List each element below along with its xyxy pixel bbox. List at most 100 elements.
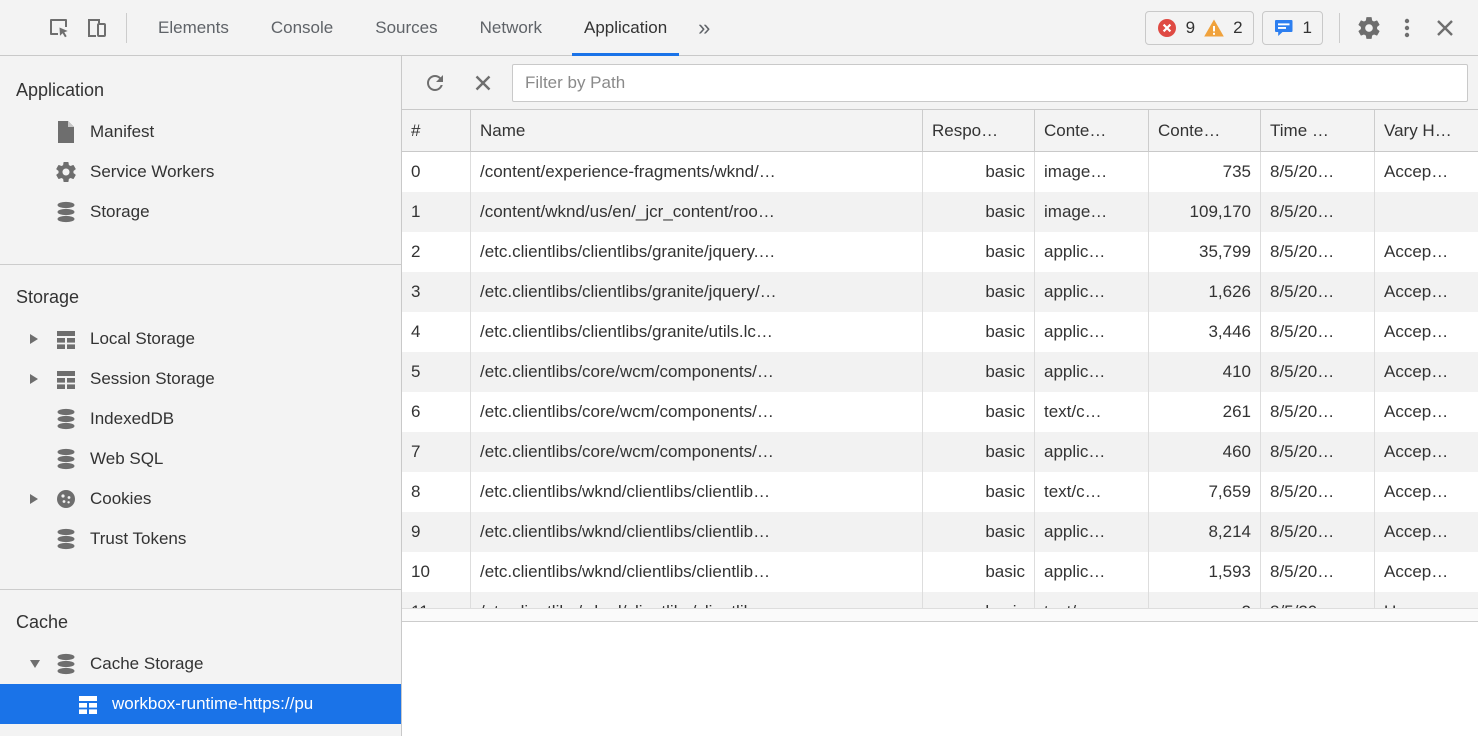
- cell-index: 6: [411, 402, 421, 421]
- sidebar-item-label: Service Workers: [90, 162, 215, 181]
- table-row[interactable]: 0 /content/experience-fragments/wknd/… b…: [402, 152, 1478, 192]
- cell-content-type: applic…: [1034, 552, 1148, 592]
- refresh-button[interactable]: [416, 64, 454, 102]
- cell-vary-header: Accep…: [1374, 552, 1478, 592]
- table-row[interactable]: 4 /etc.clientlibs/clientlibs/granite/uti…: [402, 312, 1478, 352]
- message-count: 1: [1302, 17, 1312, 37]
- cell-content-length: 8,214: [1148, 512, 1260, 552]
- cell-content-length: 1,593: [1148, 552, 1260, 592]
- expand-icon[interactable]: [30, 334, 54, 344]
- cell-name: /etc.clientlibs/clientlibs/granite/jquer…: [470, 272, 922, 312]
- settings-button[interactable]: [1350, 9, 1388, 47]
- cell-time-cached: 8/5/20…: [1260, 152, 1374, 192]
- col-header-number[interactable]: #: [411, 120, 421, 140]
- sidebar-item-application-cache[interactable]: Application Cache: [0, 724, 401, 736]
- sidebar-item-indexeddb[interactable]: IndexedDB: [0, 399, 401, 439]
- clear-icon: [475, 75, 491, 90]
- cell-vary-header: Accep…: [1374, 392, 1478, 432]
- horizontal-scrollbar[interactable]: [402, 608, 1478, 622]
- expand-icon[interactable]: [30, 374, 54, 384]
- table-row[interactable]: 10 /etc.clientlibs/wknd/clientlibs/clien…: [402, 552, 1478, 592]
- close-devtools-button[interactable]: [1426, 9, 1464, 47]
- inspect-element-button[interactable]: [40, 9, 78, 47]
- sidebar-item-local-storage[interactable]: Local Storage: [0, 319, 401, 359]
- table-row[interactable]: 11 /etc.clientlibs/wknd/clientlibs/clien…: [402, 592, 1478, 608]
- cell-content-type: applic…: [1034, 232, 1148, 272]
- tab-elements[interactable]: Elements: [158, 17, 229, 37]
- warning-icon: [1204, 19, 1224, 36]
- sidebar-item-cookies[interactable]: Cookies: [0, 479, 401, 519]
- sidebar-item-web-sql[interactable]: Web SQL: [0, 439, 401, 479]
- col-header-content-type[interactable]: Conte…: [1034, 110, 1148, 151]
- delete-selected-button[interactable]: [464, 64, 502, 102]
- close-icon: [1437, 19, 1453, 36]
- cell-vary-header: U…: [1374, 592, 1478, 608]
- table-row[interactable]: 5 /etc.clientlibs/core/wcm/components/… …: [402, 352, 1478, 392]
- sidebar-item-label: Session Storage: [90, 369, 215, 388]
- more-tabs-icon[interactable]: »: [698, 14, 711, 40]
- sidebar-item-manifest[interactable]: Manifest: [0, 112, 401, 152]
- cell-response-type: basic: [922, 232, 1034, 272]
- sidebar-item-label: Cookies: [90, 489, 152, 508]
- cell-time-cached: 8/5/20…: [1260, 392, 1374, 432]
- sidebar-item-label: Manifest: [90, 122, 155, 141]
- expand-icon[interactable]: [30, 494, 54, 504]
- table-row[interactable]: 6 /etc.clientlibs/core/wcm/components/… …: [402, 392, 1478, 432]
- cell-time-cached: 8/5/20…: [1260, 512, 1374, 552]
- sidebar-section-cache: Cache Cache Storage workbox-runtime-htt: [0, 590, 401, 736]
- cache-storage-panel: # Name Respo… Conte… Conte… Time … Vary …: [402, 56, 1478, 736]
- sidebar-item-label: workbox-runtime-https://pu: [112, 694, 314, 713]
- sidebar-item-storage[interactable]: Storage: [0, 192, 401, 232]
- sidebar-item-trust-tokens[interactable]: Trust Tokens: [0, 519, 401, 559]
- table-row[interactable]: 9 /etc.clientlibs/wknd/clientlibs/client…: [402, 512, 1478, 552]
- cell-content-length: 2: [1148, 592, 1260, 608]
- toggle-device-toolbar-button[interactable]: [78, 9, 116, 47]
- tab-sources[interactable]: Sources: [375, 17, 438, 37]
- customize-devtools-button[interactable]: [1388, 9, 1426, 47]
- cell-index: 3: [411, 282, 421, 301]
- cell-time-cached: 8/5/20…: [1260, 592, 1374, 608]
- table-row[interactable]: 2 /etc.clientlibs/clientlibs/granite/jqu…: [402, 232, 1478, 272]
- table-row[interactable]: 1 /content/wknd/us/en/_jcr_content/roo… …: [402, 192, 1478, 232]
- gear-icon: [54, 160, 78, 184]
- table-icon: [76, 692, 100, 716]
- col-header-content-length[interactable]: Conte…: [1148, 110, 1260, 151]
- sidebar-item-service-workers[interactable]: Service Workers: [0, 152, 401, 192]
- tab-application[interactable]: Application: [571, 0, 680, 56]
- col-header-vary-header[interactable]: Vary H…: [1374, 110, 1478, 151]
- cell-name: /etc.clientlibs/clientlibs/granite/utils…: [470, 312, 922, 352]
- cell-content-length: 1,626: [1148, 272, 1260, 312]
- console-messages-badge[interactable]: 1: [1261, 10, 1323, 45]
- filter-by-path-input[interactable]: [512, 63, 1468, 102]
- cell-name: /etc.clientlibs/wknd/clientlibs/clientli…: [470, 552, 922, 592]
- devtools-tabbar: Elements Console Sources Network Applica…: [0, 0, 1478, 56]
- cell-index: 4: [411, 322, 421, 341]
- table-row[interactable]: 3 /etc.clientlibs/clientlibs/granite/jqu…: [402, 272, 1478, 312]
- section-title-application: Application: [16, 79, 105, 100]
- console-errors-warnings-badge[interactable]: 9 2: [1144, 10, 1254, 45]
- col-header-name[interactable]: Name: [470, 110, 922, 151]
- cache-entries-table: 0 /content/experience-fragments/wknd/… b…: [402, 152, 1478, 608]
- collapse-icon[interactable]: [30, 660, 54, 668]
- inspect-icon: [50, 18, 68, 37]
- sidebar-item-cache-storage[interactable]: Cache Storage: [0, 644, 401, 684]
- cell-time-cached: 8/5/20…: [1260, 272, 1374, 312]
- toolbar-divider: [1339, 12, 1340, 43]
- sidebar-section-storage: Storage Local Storage Sess: [0, 265, 401, 590]
- table-row[interactable]: 8 /etc.clientlibs/wknd/clientlibs/client…: [402, 472, 1478, 512]
- cell-content-length: 3,446: [1148, 312, 1260, 352]
- col-header-time-cached[interactable]: Time …: [1260, 110, 1374, 151]
- sidebar-item-workbox-runtime-cache[interactable]: workbox-runtime-https://pu: [0, 684, 401, 724]
- tab-console[interactable]: Console: [270, 17, 334, 37]
- tab-network[interactable]: Network: [479, 17, 542, 37]
- cell-content-type: applic…: [1034, 512, 1148, 552]
- cell-response-type: basic: [922, 472, 1034, 512]
- sidebar-item-session-storage[interactable]: Session Storage: [0, 359, 401, 399]
- sidebar-item-label: Trust Tokens: [90, 529, 187, 548]
- cell-name: /etc.clientlibs/wknd/clientlibs/clientli…: [470, 512, 922, 552]
- table-row[interactable]: 7 /etc.clientlibs/core/wcm/components/… …: [402, 432, 1478, 472]
- database-icon: [54, 652, 78, 676]
- cell-content-type: text/c…: [1034, 392, 1148, 432]
- col-header-response-type[interactable]: Respo…: [922, 110, 1034, 151]
